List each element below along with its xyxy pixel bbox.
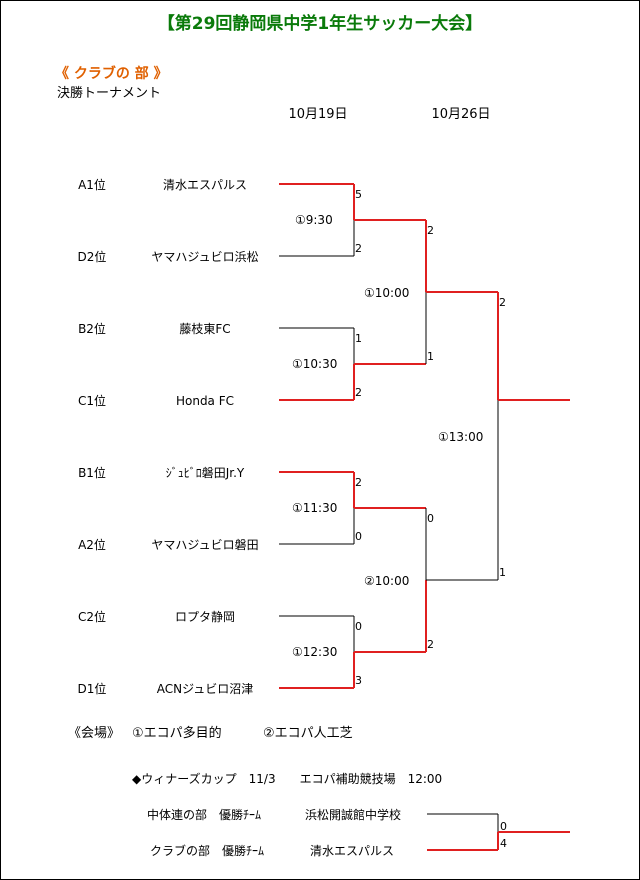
team-rank: D1位: [77, 682, 107, 696]
team-rank: C1位: [77, 394, 106, 408]
venue-1: ①エコパ多目的: [132, 726, 222, 741]
match-time: ①9:30: [295, 213, 333, 227]
match-score: 4: [500, 837, 507, 850]
match-score: 2: [427, 638, 434, 651]
team-name: 藤枝東FC: [179, 322, 231, 336]
team-name: ヤマハジュビロ浜松: [151, 250, 259, 264]
date-round-2: 10月26日: [431, 107, 491, 122]
date-round-1: 10月19日: [288, 107, 348, 122]
team-rank: A1位: [78, 178, 106, 192]
match-score: 2: [355, 386, 362, 399]
match-time: ①10:00: [364, 286, 410, 300]
team-rank: D2位: [77, 250, 107, 264]
winners-cup-label: 中体連の部 優勝ﾁｰﾑ: [147, 808, 262, 822]
match-score: 2: [355, 476, 362, 489]
team-name: ACNジュビロ沼津: [156, 682, 254, 696]
team-rank: C2位: [77, 610, 106, 624]
team-name: Honda FC: [175, 394, 235, 408]
match-score: 0: [500, 820, 507, 833]
venue-2: ②エコパ人工芝: [263, 726, 353, 741]
match-score: 1: [427, 350, 434, 363]
match-score: 2: [355, 242, 362, 255]
match-score: 5: [355, 188, 362, 201]
match-score: 0: [355, 530, 362, 543]
winners-cup-heading: ◆ウィナーズカップ 11/3 エコパ補助競技場 12:00: [132, 772, 443, 786]
page-title: 【第29回静岡県中学1年生サッカー大会】: [157, 14, 483, 34]
team-rank: A2位: [78, 538, 106, 552]
match-score: 1: [499, 566, 506, 579]
team-rank: B2位: [78, 322, 106, 336]
section-title: 《 クラブの 部 》: [55, 66, 168, 82]
winners-cup-label: クラブの部 優勝ﾁｰﾑ: [150, 844, 265, 858]
winners-cup-team: 清水エスパルス: [309, 844, 395, 858]
match-time: ①12:30: [292, 645, 338, 659]
match-time: ②10:00: [364, 574, 410, 588]
team-name: ｼﾞｭﾋﾞﾛ磐田Jr.Y: [165, 466, 245, 480]
subtitle: 決勝トーナメント: [57, 86, 162, 101]
team-name: ヤマハジュビロ磐田: [151, 538, 259, 552]
match-score: 3: [355, 674, 362, 687]
team-name: ロプタ静岡: [174, 610, 235, 624]
match-time: ①10:30: [292, 357, 338, 371]
match-score: 1: [355, 332, 362, 345]
match-score: 0: [427, 512, 434, 525]
venue-label: 《会場》: [68, 726, 121, 741]
match-time: ①11:30: [292, 501, 338, 515]
match-score: 2: [427, 224, 434, 237]
winners-cup-team: 浜松開誠館中学校: [304, 808, 402, 822]
match-time: ①13:00: [438, 430, 484, 444]
team-rank: B1位: [78, 466, 106, 480]
match-score: 0: [355, 620, 362, 633]
team-name: 清水エスパルス: [162, 178, 247, 192]
match-score: 2: [499, 296, 506, 309]
